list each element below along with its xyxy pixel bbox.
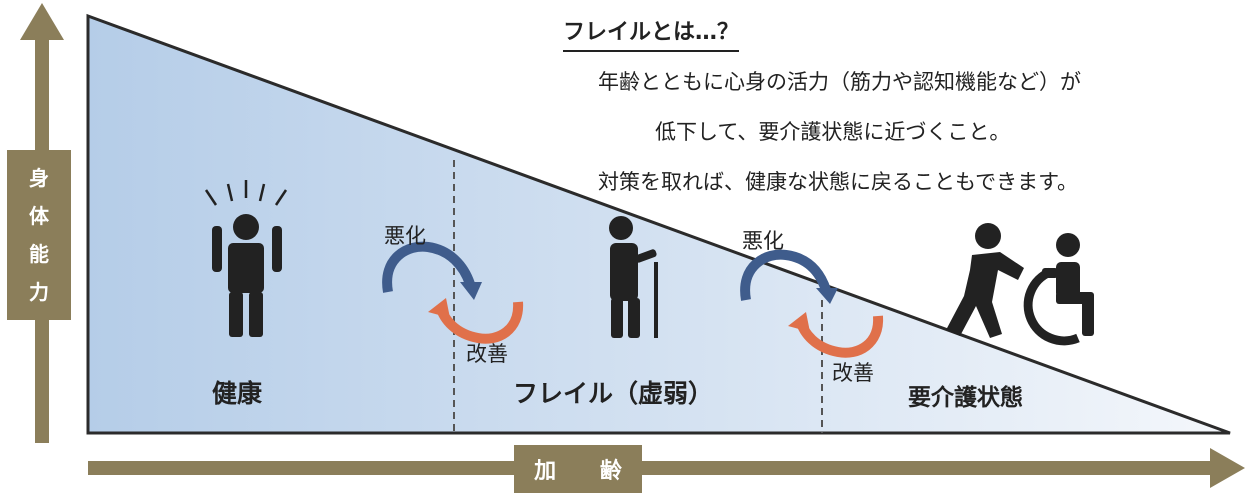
y-axis-label: 身 体 能 力 (7, 150, 71, 320)
worsen-arrow-1 (382, 241, 475, 293)
improve-label-1: 改善 (466, 342, 508, 366)
x-axis-label: 加 齢 (514, 445, 642, 493)
worsen-label-1: 悪化 (384, 224, 426, 248)
stage-label-healthy: 健康 (212, 379, 263, 408)
y-axis-char: 体 (29, 204, 49, 228)
y-axis-char: 身 (29, 166, 49, 190)
healthy-person-icon (204, 180, 288, 337)
improve-arrow-2 (795, 315, 884, 358)
cycle-arrows-2 (740, 249, 884, 358)
improve-arrow-1 (435, 301, 524, 344)
elderly-cane-icon (609, 216, 658, 338)
y-axis-char: 力 (29, 280, 49, 304)
definition-line-1: 年齢とともに心身の活力（筋力や認知機能など）が (598, 70, 1081, 94)
caregiver-wheelchair-icon (946, 223, 1094, 346)
stage-label-frail: フレイル（虚弱） (513, 379, 714, 408)
definition-line-2: 低下して、要介護状態に近づくこと。 (655, 120, 1011, 144)
definition-line-3: 対策を取れば、健康な状態に戻ることもできます。 (598, 170, 1079, 194)
cycle-arrows-1 (382, 241, 524, 344)
y-axis-char: 能 (29, 242, 49, 266)
worsen-arrow-2 (740, 249, 831, 301)
improve-label-2: 改善 (832, 361, 874, 385)
definition-title: フレイルとは…？ (563, 18, 740, 52)
stage-label-care: 要介護状態 (908, 385, 1023, 411)
x-axis-arrow (88, 448, 1245, 488)
worsen-label-2: 悪化 (742, 229, 784, 253)
ability-triangle (86, 13, 1231, 435)
